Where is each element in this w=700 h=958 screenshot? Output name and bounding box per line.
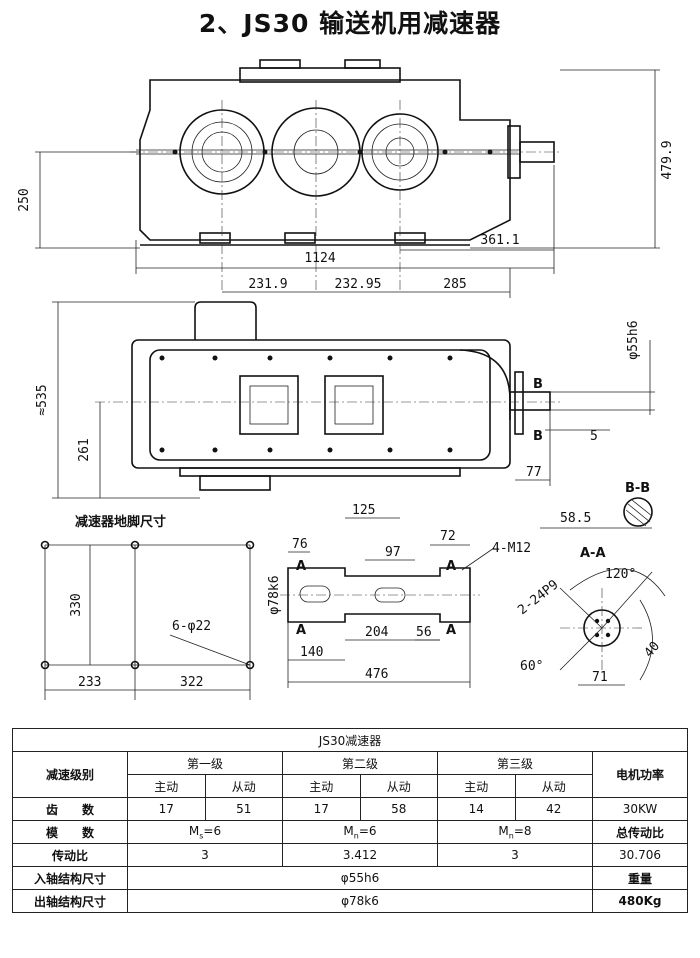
dim-40: 40 (642, 639, 664, 661)
section-aa-label: A-A (580, 546, 606, 561)
shaft-a-bottom-2: A (446, 623, 456, 638)
col-motor: 电机功率 (592, 751, 688, 798)
row-teeth: 齿 数 (12, 797, 128, 821)
stage-3: 第三级 (437, 751, 593, 775)
teeth-2: 51 (204, 797, 283, 821)
teeth-6: 42 (514, 797, 593, 821)
dim-shaft-3: 285 (443, 277, 466, 292)
foot-title: 减速器地脚尺寸 (75, 514, 166, 530)
foot-dim-w1: 233 (78, 675, 101, 690)
total-ratio: 30.706 (592, 843, 688, 867)
foot-dim-w2: 322 (180, 675, 203, 690)
section-b-top: B (533, 377, 543, 392)
section-b-bottom: B (533, 429, 543, 444)
engineering-drawing: 479.9 250 1124 361.1 231.9 232.95 285 (17, 59, 675, 700)
top-view: ≈535 261 φ55h6 B B 5 77 (35, 301, 655, 499)
foot-dim-h: 330 (69, 593, 84, 616)
section-bb: B-B 58.5 (540, 481, 653, 529)
foot-holes: 6-φ22 (172, 619, 211, 634)
dim-204: 204 (365, 625, 389, 640)
row-ratio: 传动比 (12, 843, 128, 867)
module-3: Mn=8 (437, 820, 593, 844)
motor-power: 30KW (592, 797, 688, 821)
weight-label: 重量 (592, 866, 688, 890)
sub-drive-3: 主动 (437, 774, 516, 798)
page-title: 2、JS30 输送机用减速器 (198, 9, 502, 38)
sub-driven-1: 从动 (204, 774, 283, 798)
angle-120: 120° (605, 567, 636, 582)
dim-input-dia: φ55h6 (626, 320, 641, 359)
sub-driven-3: 从动 (514, 774, 593, 798)
dim-140: 140 (300, 645, 323, 660)
teeth-3: 17 (282, 797, 361, 821)
module-1: Ms=6 (127, 820, 283, 844)
dim-key: 5 (590, 429, 598, 444)
module-2: Mn=6 (282, 820, 438, 844)
dim-height: 479.9 (660, 140, 675, 179)
ratio-3: 3 (437, 843, 593, 867)
shaft-a-top-1: A (296, 559, 306, 574)
total-ratio-label: 总传动比 (592, 820, 688, 844)
stage-1: 第一级 (127, 751, 283, 775)
input-dim: φ55h6 (127, 866, 593, 890)
dim-125: 125 (352, 503, 375, 518)
section-aa: A-A 120° 60° 2-24P9 40 71 (515, 546, 666, 686)
thread-spec: 4-M12 (492, 541, 531, 556)
dim-shaft-ext: 77 (526, 465, 542, 480)
ratio-2: 3.412 (282, 843, 438, 867)
dim-shaft-2: 232.95 (335, 277, 382, 292)
table-caption: JS30减速器 (12, 728, 688, 752)
sub-drive-2: 主动 (282, 774, 361, 798)
shaft-a-top-2: A (446, 559, 456, 574)
row-module: 模 数 (12, 820, 128, 844)
sub-driven-2: 从动 (359, 774, 438, 798)
dim-width: ≈535 (35, 384, 50, 415)
teeth-5: 14 (437, 797, 516, 821)
dim-97: 97 (385, 545, 401, 560)
dim-76: 76 (292, 537, 308, 552)
keyway-holes: 2-24P9 (515, 577, 561, 618)
weight: 480Kg (592, 889, 688, 913)
dim-shaft-dia: φ78k6 (267, 575, 282, 614)
stage-2: 第二级 (282, 751, 438, 775)
col-stage: 减速级别 (12, 751, 128, 798)
teeth-1: 17 (127, 797, 206, 821)
foot-layout: 减速器地脚尺寸 330 233 322 6-φ22 (40, 514, 255, 700)
section-bb-dim: 58.5 (560, 511, 591, 526)
output-shaft: A A A A 125 76 97 72 4-M12 φ78k6 204 56 … (267, 503, 531, 688)
front-view: 479.9 250 1124 361.1 231.9 232.95 285 (17, 59, 675, 298)
angle-60: 60° (520, 659, 543, 674)
shaft-a-bottom-1: A (296, 623, 306, 638)
teeth-4: 58 (359, 797, 438, 821)
dim-center-height: 250 (17, 188, 32, 211)
row-input: 入轴结构尺寸 (12, 866, 128, 890)
section-bb-label: B-B (625, 481, 650, 496)
dim-output-offset: 361.1 (480, 233, 519, 248)
sub-drive-1: 主动 (127, 774, 206, 798)
dim-71: 71 (592, 670, 608, 685)
output-dim: φ78k6 (127, 889, 593, 913)
spec-table: JS30减速器 减速级别 第一级 第二级 第三级 电机功率 主动 从动 主动 从… (12, 728, 688, 913)
row-output: 出轴结构尺寸 (12, 889, 128, 913)
dim-72: 72 (440, 529, 456, 544)
ratio-1: 3 (127, 843, 283, 867)
dim-shaft-1: 231.9 (248, 277, 287, 292)
dim-base: 261 (77, 438, 92, 461)
dim-476: 476 (365, 667, 388, 682)
dim-overall-length: 1124 (304, 251, 335, 266)
dim-56: 56 (416, 625, 432, 640)
